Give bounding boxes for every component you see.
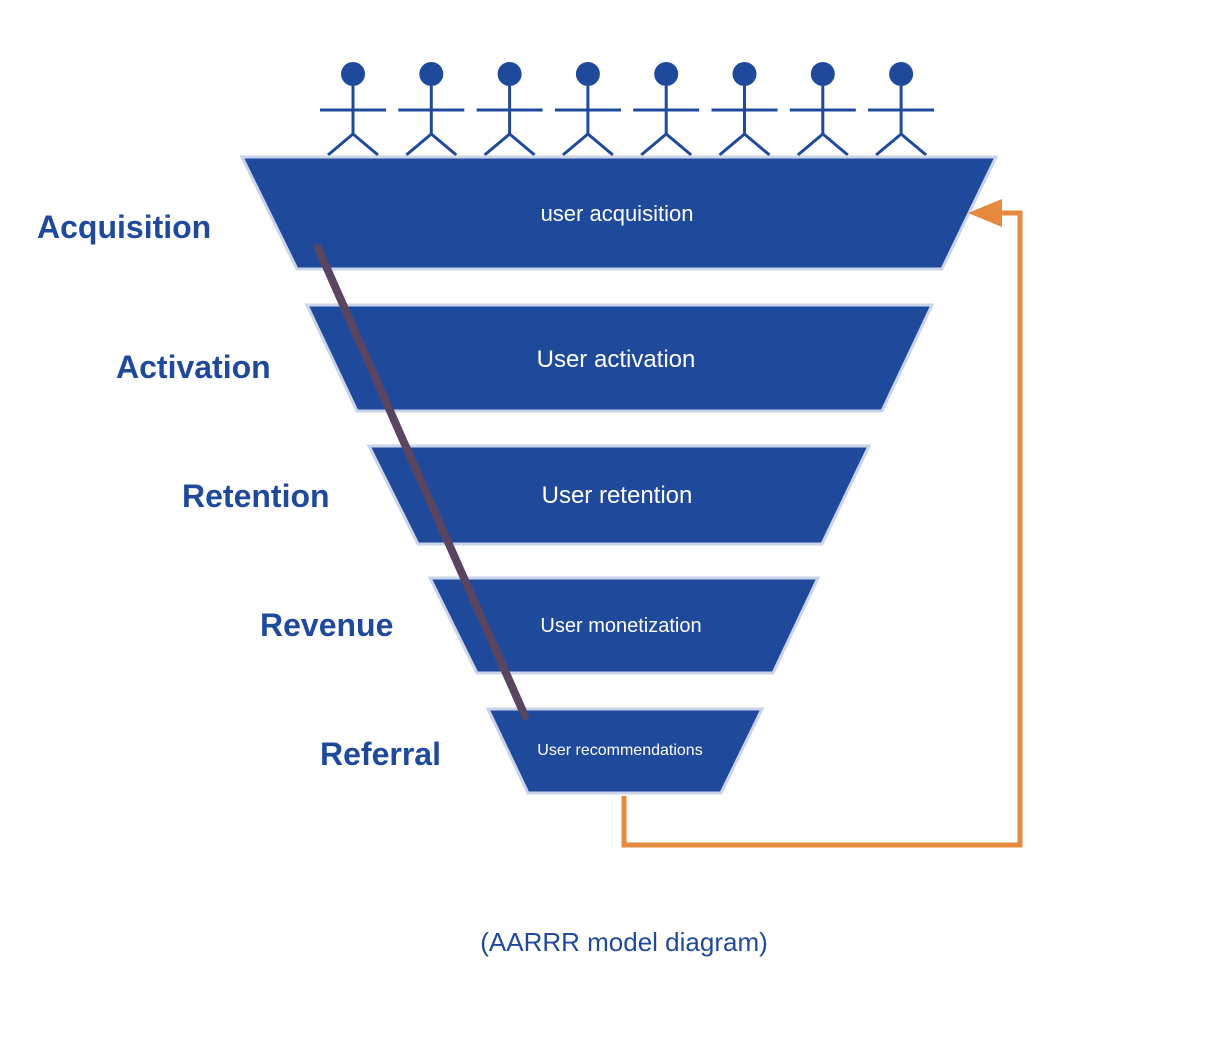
- funnel-tier-acquisition: user acquisition: [239, 155, 999, 271]
- stage-label-acquisition: Acquisition: [37, 209, 211, 245]
- stick-figure-icon: [476, 62, 543, 157]
- loop-arrow-path: [621, 210, 1023, 848]
- tier-text-retention: User retention: [542, 482, 693, 509]
- stick-figure-icon: [398, 62, 465, 157]
- stick-figure-icon: [711, 62, 778, 157]
- stage-connector-line: [314, 244, 529, 720]
- stage-label-revenue: Revenue: [260, 607, 393, 643]
- stick-figure-icon: [633, 62, 700, 157]
- tier-text-referral: User recommendations: [537, 742, 702, 759]
- diagram-caption: (AARRR model diagram): [480, 927, 768, 957]
- referral-loop-arrow: [621, 199, 1023, 848]
- funnel-tier-retention: User retention: [366, 444, 872, 546]
- stick-figure-icon: [320, 62, 386, 157]
- funnel-tier-revenue: User monetization: [427, 576, 821, 675]
- funnel-tier-shape: [239, 155, 999, 271]
- tier-text-acquisition: user acquisition: [541, 201, 694, 226]
- funnel-tier-shape: [366, 444, 872, 546]
- stick-figure-icon: [554, 62, 621, 157]
- stage-label-activation: Activation: [116, 349, 271, 385]
- funnel-tier-shape: [427, 576, 821, 675]
- stick-figure-icon: [868, 62, 935, 157]
- funnel-tier-shape: [485, 707, 765, 795]
- funnel-tier-shape: [304, 303, 935, 413]
- funnel-tier-referral: User recommendations: [485, 707, 765, 795]
- people-row: [320, 62, 935, 157]
- stage-label-retention: Retention: [182, 478, 330, 514]
- arrow-head-icon: [968, 199, 1002, 227]
- stage-label-referral: Referral: [320, 736, 441, 772]
- tier-text-revenue: User monetization: [540, 615, 701, 637]
- tier-text-activation: User activation: [537, 346, 696, 373]
- stick-figure-icon: [789, 62, 856, 157]
- funnel-tier-activation: User activation: [304, 303, 935, 413]
